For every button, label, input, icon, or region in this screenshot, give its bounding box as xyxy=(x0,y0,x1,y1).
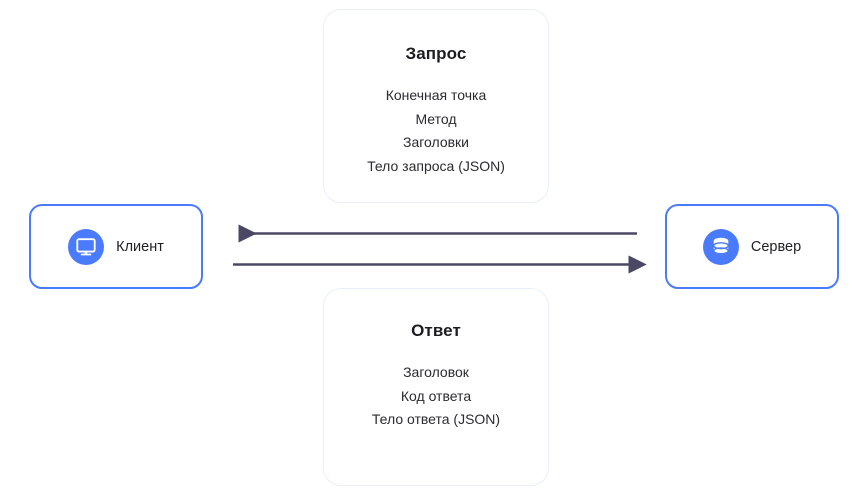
request-line-method: Метод xyxy=(415,110,457,127)
database-icon xyxy=(702,228,739,265)
request-card-lines: Конечная точка Метод Заголовки Тело запр… xyxy=(324,84,548,178)
request-card: Запрос Конечная точка Метод Заголовки Те… xyxy=(323,9,549,203)
response-card-lines: Заголовок Код ответа Тело ответа (JSON) xyxy=(324,361,548,432)
server-node: Сервер xyxy=(665,204,839,289)
server-node-label: Сервер xyxy=(750,238,802,255)
request-card-title: Запрос xyxy=(405,44,467,63)
response-line-header: Заголовок xyxy=(403,364,469,380)
client-node: Клиент xyxy=(29,204,203,289)
response-card-title: Ответ xyxy=(411,321,461,340)
request-line-endpoint: Конечная точка xyxy=(385,87,487,103)
response-card: Ответ Заголовок Код ответа Тело ответа (… xyxy=(323,288,549,486)
request-line-body: Тело запроса (JSON) xyxy=(367,157,505,174)
client-node-content: Клиент xyxy=(68,228,164,265)
client-node-label: Клиент xyxy=(116,238,164,255)
response-line-status-code: Код ответа xyxy=(400,387,472,404)
response-line-body: Тело ответа (JSON) xyxy=(371,411,501,427)
server-node-content: Сервер xyxy=(702,228,802,265)
monitor-icon xyxy=(68,228,105,265)
request-line-headers: Заголовки xyxy=(402,134,469,150)
